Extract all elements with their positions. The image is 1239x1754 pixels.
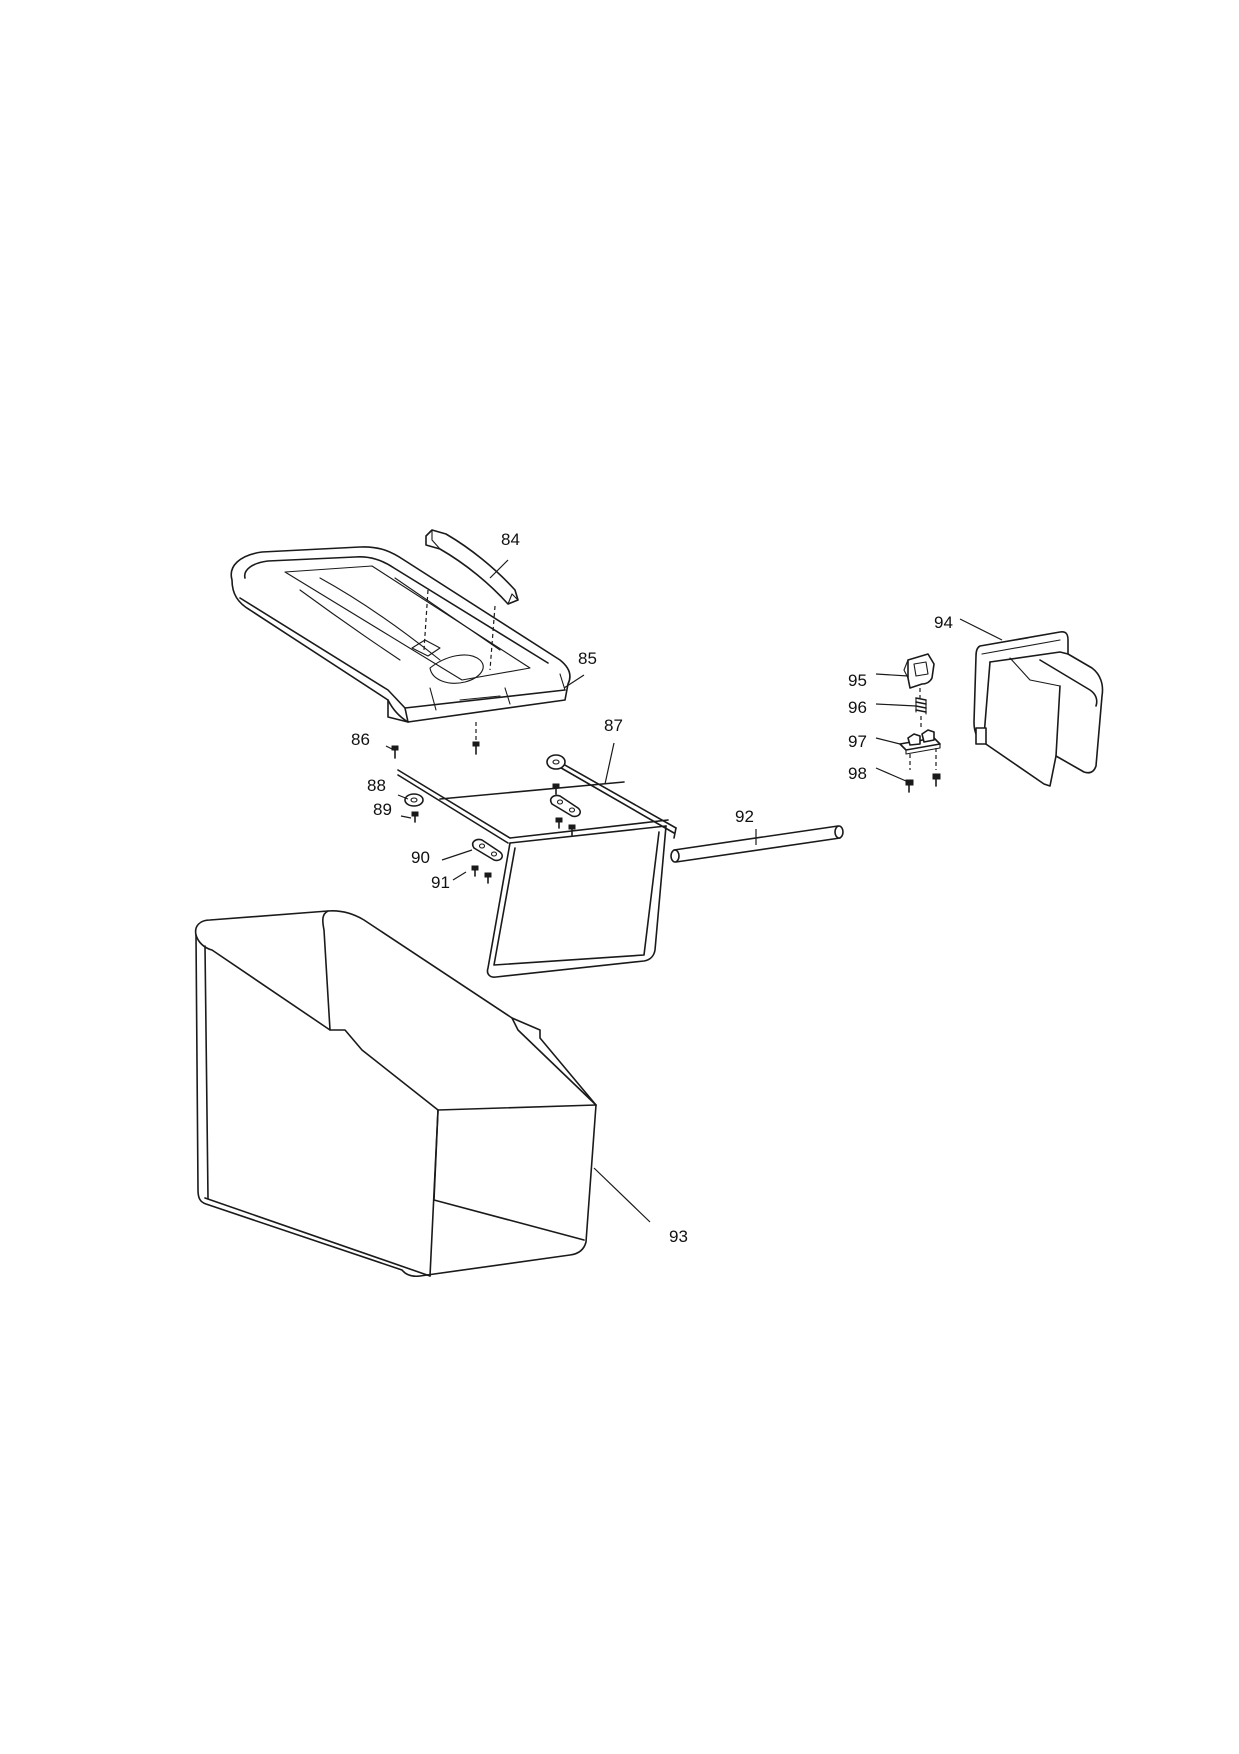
latch [903,653,935,700]
callout-87: 87 [604,716,623,735]
callout-95: 95 [848,671,867,690]
chute-flap [973,631,1104,787]
washer [404,793,424,807]
callout-98: 98 [848,764,867,783]
callout-96: 96 [848,698,867,717]
latch-screw [905,773,941,793]
leader-lines [385,559,1003,1223]
washer-top [546,754,566,770]
grip-dash-line-2 [489,605,496,671]
callout-97: 97 [848,732,867,751]
callout-89: 89 [373,800,392,819]
latch-base [899,729,941,755]
callout-93: 93 [669,1227,688,1246]
callout-91: 91 [431,873,450,892]
lid-screw [391,741,480,759]
frame-screw [411,811,419,823]
callout-90: 90 [411,848,430,867]
bag-frame [397,759,677,978]
callout-92: 92 [735,807,754,826]
frame-screw-top [552,783,560,795]
callout-94: 94 [934,613,953,632]
callout-86: 86 [351,730,370,749]
lid-cover [230,546,571,723]
callout-88: 88 [367,776,386,795]
rod [670,825,844,863]
spring [915,697,927,715]
grass-bag [194,910,597,1278]
frame-bracket [471,794,581,862]
callout-84: 84 [501,530,520,549]
grip-dash-line [423,589,429,651]
bracket-screw [471,817,576,884]
callout-85: 85 [578,649,597,668]
handle-grip [425,529,519,605]
